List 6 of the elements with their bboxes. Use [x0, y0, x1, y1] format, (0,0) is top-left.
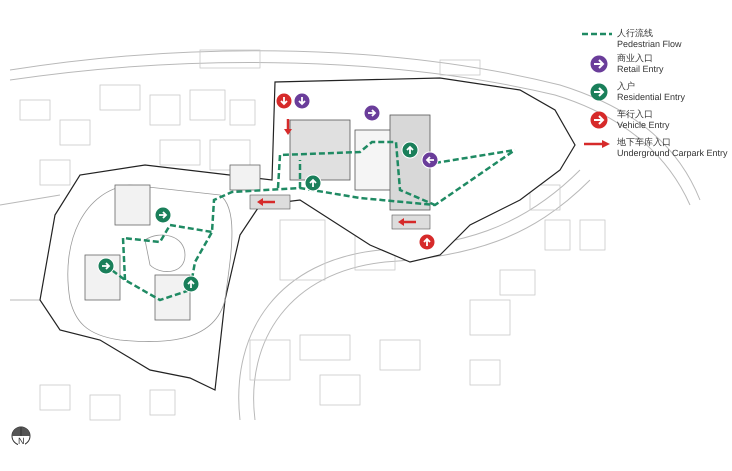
- legend-text: 车行入口 Vehicle Entry: [617, 109, 670, 131]
- legend-text: 地下车库入口 Underground Carpark Entry: [617, 137, 728, 159]
- legend-text: 入户 Residential Entry: [617, 81, 686, 103]
- legend-text: 人行流线 Pedestrian Flow: [617, 28, 682, 50]
- north-label: N: [18, 437, 24, 446]
- legend-text: 商业入口 Retail Entry: [617, 53, 664, 75]
